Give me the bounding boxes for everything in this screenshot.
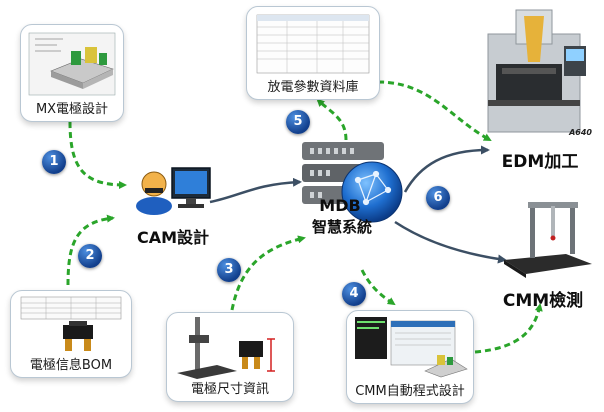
- step-badge-4: 4: [342, 282, 366, 306]
- cmm-label: CMM檢測: [502, 291, 584, 311]
- cmm-machine-image: [504, 202, 592, 278]
- mx-design-label: MX電極設計: [35, 102, 109, 117]
- bom-table-image: [20, 296, 122, 351]
- cam-node: [128, 158, 218, 216]
- arrow-cmmprogram-to-cmm: [474, 303, 543, 354]
- edm-node: A640: [476, 4, 598, 137]
- machine-model-label: A640: [569, 128, 592, 137]
- arrow-mdb-to-cmm: [394, 220, 507, 264]
- edm-machine-image: [487, 9, 586, 133]
- arrow-params-to-edm: [377, 80, 492, 142]
- arrow-mx-to-cam: [68, 121, 127, 189]
- arrow-mdb-to-edm: [403, 145, 490, 193]
- arrow-cam-to-mdb: [209, 177, 302, 204]
- electrode-size-label: 電極尺寸資訊: [190, 382, 269, 397]
- mdb-label-line1: MDB: [319, 196, 361, 215]
- edm-label: EDM加工: [501, 152, 579, 172]
- cam-label: CAM設計: [136, 228, 210, 247]
- workstation-icon: [136, 167, 211, 215]
- mdb-node: [296, 134, 412, 238]
- cmm-program-box: CMM自動程式設計: [346, 310, 474, 404]
- params-db-box: 放電參數資料庫: [246, 6, 380, 100]
- cmm-program-label: CMM自動程式設計: [355, 384, 465, 399]
- params-db-label: 放電參數資料庫: [267, 80, 359, 95]
- cmm-node: [496, 196, 596, 280]
- step-badge-2: 2: [78, 244, 102, 268]
- electrode-cad-image: [28, 32, 116, 96]
- height-gauge-image: [177, 317, 275, 379]
- electrode-size-box: 電極尺寸資訊: [166, 312, 294, 402]
- arrow-size-to-mdb: [230, 235, 306, 311]
- arrow-mdb-to-params: [316, 98, 348, 141]
- cmm-software-image: [355, 317, 468, 378]
- step-badge-3: 3: [217, 258, 241, 282]
- step-badge-6: 6: [426, 186, 450, 210]
- server-globe-icon: [302, 142, 403, 223]
- step-badge-5: 5: [286, 110, 310, 134]
- arrow-bom-to-cam: [66, 214, 115, 286]
- mdb-label-line2: 智慧系統: [311, 218, 372, 236]
- bom-box: 電極信息BOM: [10, 290, 132, 378]
- bom-label: 電極信息BOM: [29, 358, 113, 373]
- mx-design-box: MX電極設計: [20, 24, 124, 122]
- step-badge-1: 1: [42, 150, 66, 174]
- params-table-image: [256, 14, 370, 74]
- arrow-mdb-to-cmmprogram: [360, 269, 396, 306]
